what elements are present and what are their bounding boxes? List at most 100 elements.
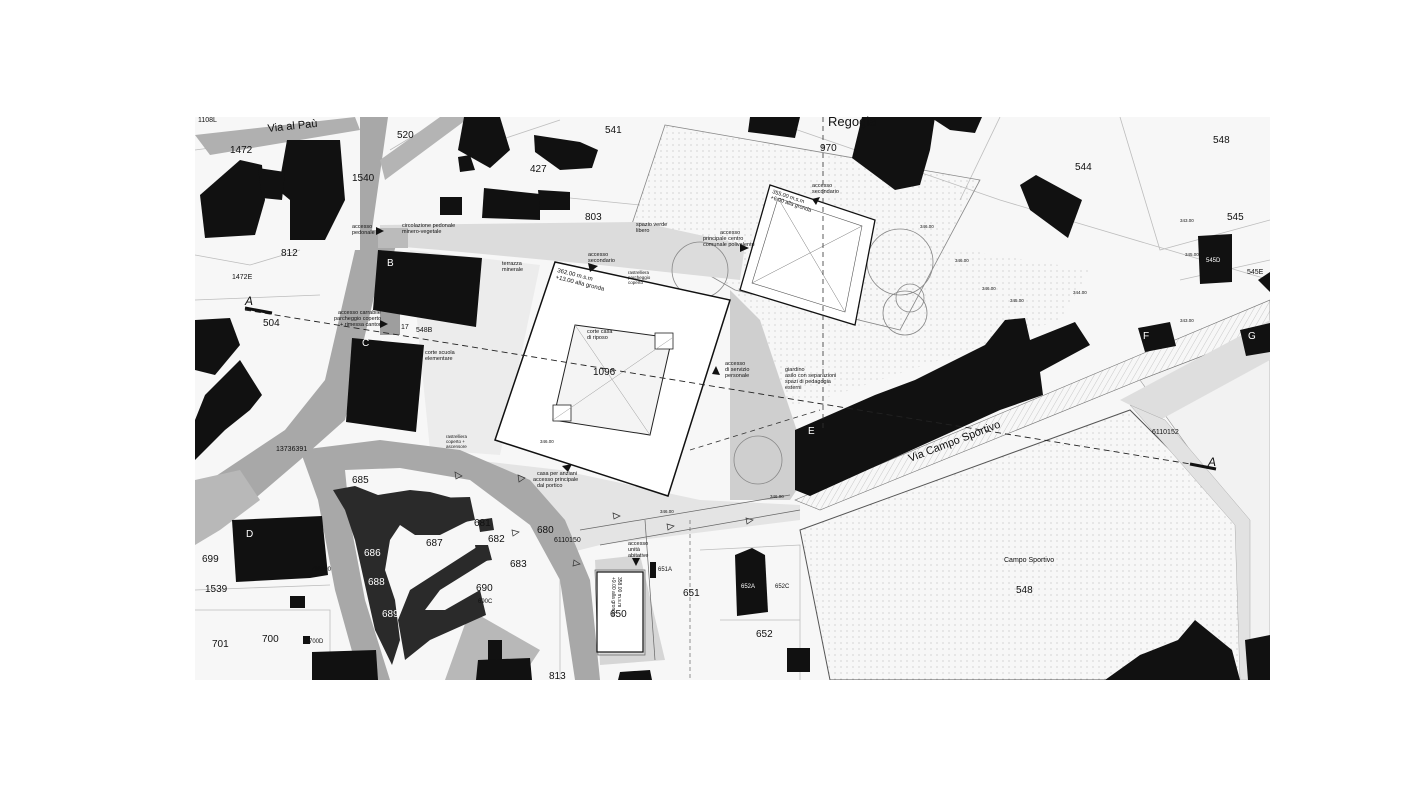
building-label-b: B — [387, 258, 394, 269]
parcel-number: 1472E — [232, 274, 253, 281]
parcel-number: 6110150 — [554, 537, 581, 544]
parcel-numbers: 1108L 1472 1540 520 427 541 970 548 544 … — [198, 117, 1264, 682]
parking-strip-2 — [380, 310, 400, 335]
annotation-quota-650: 358.00 m.s.m +9.00 alla gronda — [610, 577, 622, 616]
building-label-d: D — [246, 529, 253, 540]
parcel-number: 1539 — [205, 584, 228, 595]
section-labels: A A — [244, 294, 1216, 469]
parcel-number: 650 — [610, 609, 627, 620]
parcel-number: 690 — [476, 583, 493, 594]
parcel-number: 682 — [488, 534, 505, 545]
tree — [733, 435, 783, 485]
parcel-number: 13736391 — [276, 446, 307, 453]
elevation-label: 345.00 — [1185, 252, 1199, 257]
parcel-number: 545D — [1206, 258, 1221, 264]
parcel-number: 813 — [549, 671, 566, 682]
parcel-number: 651A — [658, 567, 672, 573]
existing-buildings — [195, 117, 1270, 680]
annotation-casa-anziani: casa per anziani accesso principale dal … — [533, 471, 580, 489]
arrow-icon — [712, 366, 720, 375]
parcel-number: 686 — [364, 548, 381, 559]
elevation-label: 346.00 — [982, 286, 996, 291]
parcel-number: 548 — [1016, 585, 1033, 596]
building-label-g: G — [1248, 331, 1256, 342]
road-northwest — [380, 117, 470, 180]
parcel-number: 700D — [309, 639, 324, 645]
annotation-campo-sportivo: Campo Sportivo — [1004, 557, 1054, 564]
building-letters: B C D E F G — [246, 258, 1256, 540]
dash-axis-2 — [689, 409, 821, 451]
building-650 — [596, 571, 644, 653]
road-main-north — [360, 117, 400, 260]
annotation-corte: corte casa di riposo — [587, 329, 614, 341]
pedestrian-path-north — [380, 222, 745, 280]
arrow-icon — [632, 558, 640, 566]
building-c — [346, 338, 424, 432]
parcel-number: 699 — [202, 554, 219, 565]
annotation-terrazza: terrazza minerale — [502, 261, 523, 273]
tree — [895, 283, 925, 313]
parcel-number: 548 — [1213, 135, 1230, 146]
elevation-label: 343.00 — [1180, 218, 1194, 223]
parcel-number: 700 — [262, 634, 279, 645]
building-label-f: F — [1143, 331, 1149, 342]
annotation-accesso-secondario-2: accesso secondario — [812, 183, 839, 195]
annotation-accesso-pedonale: accesso pedonale — [352, 224, 375, 236]
access-arrows — [376, 197, 820, 566]
parcel-number: 680 — [537, 525, 554, 536]
parcel-number: 541 — [605, 125, 622, 136]
annotation-accesso-unita: accesso unità abitative — [628, 541, 650, 559]
annotation-rastrelliera: rastrelliera parcheggio coperto — [628, 270, 652, 285]
parcel-number: 1472 — [230, 145, 253, 156]
street-label-regogia: Regogia — [828, 114, 877, 129]
road-south-curve — [300, 440, 600, 680]
elevation-label: 343.00 — [1180, 318, 1194, 323]
arrow-icon — [740, 244, 749, 252]
road-via-al-pau — [195, 117, 360, 155]
parcel-number: 970 — [820, 143, 837, 154]
parcel-number: 683 — [510, 559, 527, 570]
parcel-number: 544 — [1075, 162, 1092, 173]
parcel-number: 548B — [416, 327, 433, 334]
centro-comunale-building — [739, 184, 876, 326]
parking-strip — [378, 228, 408, 248]
annotation-accesso-secondario-1: accesso secondario — [588, 252, 615, 264]
annotation-accesso-servizio: accesso di servizio personale — [725, 361, 751, 379]
parcel-mark-17: 17 — [401, 324, 409, 331]
parcel-number: 1540 — [352, 173, 375, 184]
section-line-a — [244, 306, 1217, 471]
section-label-a-east: A — [1207, 455, 1216, 469]
parcel-number: 685 — [352, 475, 369, 486]
building-b — [373, 250, 482, 327]
parcel-number: 652 — [756, 629, 773, 640]
building-f — [1138, 322, 1176, 352]
parcel-number: 812 — [281, 248, 298, 259]
arrow-icon — [812, 197, 820, 205]
parcel-number: 688 — [368, 577, 385, 588]
parcel-number: 520 — [397, 130, 414, 141]
building-e — [795, 318, 1090, 496]
road-curve-east — [1129, 404, 1251, 680]
parcel-number: 427 — [530, 164, 547, 175]
parcel-number: 689 — [382, 609, 399, 620]
parcel-number: 1096 — [593, 367, 616, 378]
annotation-spazio-verde: spazio verde libero — [636, 222, 669, 234]
elevation-label: 346.00 — [660, 509, 674, 514]
parcel-number: 545E — [1247, 269, 1264, 276]
flow-arrows — [454, 471, 754, 567]
parcel-number: 803 — [585, 212, 602, 223]
parcel-number: 651 — [683, 588, 700, 599]
road-southwest — [195, 470, 260, 545]
tree — [882, 290, 928, 336]
section-label-a-west: A — [244, 294, 253, 308]
annotation-accesso-carrabile: accesso carrabile parcheggio coperto + r… — [334, 310, 383, 328]
annotation-accesso-principale: accesso principale centro comunale poliv… — [703, 230, 755, 248]
parcel-number: 701 — [212, 639, 229, 650]
parcel-number: 545 — [1227, 212, 1244, 223]
casa-di-riposo-building — [494, 261, 731, 497]
building-g — [1240, 323, 1270, 356]
elevation-label: 346.00 — [920, 224, 934, 229]
annotation-circolazione: circolazione pedonale minero-vegetale — [402, 223, 457, 235]
street-label-via-al-pau: Via al Paù — [267, 118, 318, 135]
